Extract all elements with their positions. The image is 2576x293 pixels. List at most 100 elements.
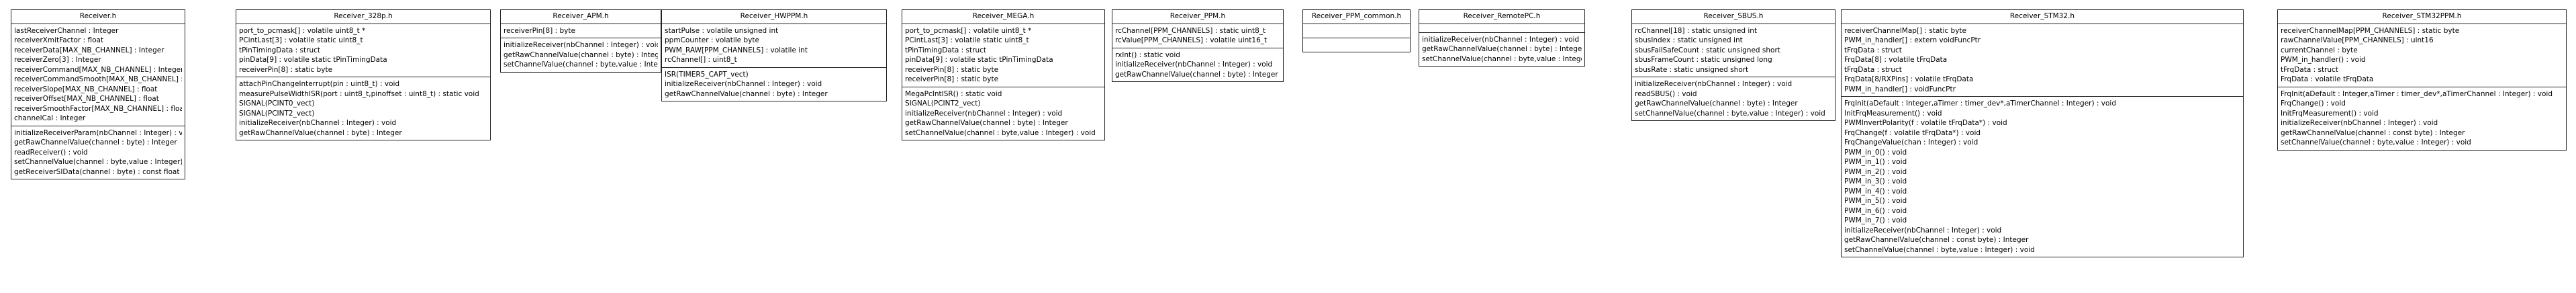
attribute: tFrqData : struct <box>1844 65 1902 74</box>
method: initializeReceiver(nbChannel : Integer) … <box>1422 35 1580 44</box>
class-receiver-stm32ppm: Receiver_STM32PPM.h receiverChannelMap[P… <box>2277 9 2567 151</box>
attribute: lastReceiverChannel : Integer <box>14 26 119 35</box>
method: InitFrqMeasurement() : void <box>2281 109 2379 118</box>
method: getReceiverSIData(channel : byte) : cons… <box>14 167 180 176</box>
attributes-section: rcChannel[PPM_CHANNELS] : static uint8_t… <box>1112 24 1283 48</box>
method: setChannelValue(channel : byte,value : I… <box>2281 138 2471 146</box>
method: initializeReceiver(nbChannel : Integer) … <box>2281 119 2438 127</box>
method: initializeReceiver(nbChannel : Integer) … <box>905 109 1063 118</box>
methods-section: FrqInit(aDefault : Integer,aTimer : time… <box>1842 96 2243 257</box>
attribute: port_to_pcmask[] : volatile uint8_t * <box>905 26 1032 35</box>
method: getRawChannelValue(channel : const byte)… <box>1844 236 2029 244</box>
attribute: receiverSlope[MAX_NB_CHANNEL] : float <box>14 85 158 93</box>
class-title: Receiver_SBUS.h <box>1632 10 1835 24</box>
attribute: receiverSmoothFactor[MAX_NB_CHANNEL] : f… <box>14 104 182 113</box>
methods-section: FrqInit(aDefault : Integer,aTimer : time… <box>2278 86 2566 150</box>
attributes-section: receiverChannelMap[PPM_CHANNELS] : stati… <box>2278 24 2566 87</box>
method: PWMInvertPolarity(f : volatile tFrqData*… <box>1844 119 2007 127</box>
methods-section: rxInt() : static void initializeReceiver… <box>1112 47 1283 82</box>
class-title: Receiver_APM.h <box>501 10 661 24</box>
method: readReceiver() : void <box>14 148 88 157</box>
method: getRawChannelValue(channel : byte) : Int… <box>1115 70 1278 79</box>
method: initializeReceiver(nbChannel : Integer) … <box>1115 60 1273 69</box>
class-receiver-remotepc: Receiver_RemotePC.h initializeReceiver(n… <box>1419 9 1585 67</box>
attribute: receiverPin[8] : static byte <box>905 65 999 74</box>
attribute: PWM_in_handler[] : voidFuncPtr <box>1844 85 1956 93</box>
attribute: receiverChannelMap[] : static byte <box>1844 26 1966 35</box>
method: setChannelValue(channel : byte,value : I… <box>504 60 658 69</box>
attribute: receiverOffset[MAX_NB_CHANNEL] : float <box>14 95 159 103</box>
method: getRawChannelValue(channel : byte) : Int… <box>239 128 402 137</box>
method: FrqInit(aDefault : Integer,aTimer : time… <box>1844 99 2117 108</box>
method: setChannelValue(channel : byte,value : I… <box>905 128 1096 137</box>
method: FrqChange() : void <box>2281 99 2346 108</box>
attribute: FrqData[8/RXPins] : volatile tFrqData <box>1844 75 1974 83</box>
attributes-section: port_to_pcmask[] : volatile uint8_t * PC… <box>902 24 1104 87</box>
method: readSBUS() : void <box>1635 89 1697 98</box>
method: InitFrqMeasurement() : void <box>1844 109 1942 118</box>
methods-section: attachPinChangeInterrupt(pin : uint8_t) … <box>236 77 490 140</box>
class-receiver-sbus: Receiver_SBUS.h rcChannel[18] : static u… <box>1631 9 1835 121</box>
class-receiver-328p: Receiver_328p.h port_to_pcmask[] : volat… <box>236 9 491 140</box>
method: SIGNAL(PCINT2_vect) <box>239 109 315 118</box>
method: getRawChannelValue(channel : byte) : Int… <box>1635 99 1798 108</box>
class-title: Receiver_RemotePC.h <box>1419 10 1584 24</box>
attributes-section: receiverChannelMap[] : static byte PWM_i… <box>1842 24 2243 97</box>
method: getRawChannelValue(channel : const byte)… <box>2281 128 2465 137</box>
attribute: channelCal : Integer <box>14 114 86 122</box>
attribute: port_to_pcmask[] : volatile uint8_t * <box>239 26 366 35</box>
attributes-section <box>1419 24 1584 32</box>
attribute: sbusFailSafeCount : static unsigned shor… <box>1635 46 1780 54</box>
attribute: PWM_RAW[PPM_CHANNELS] : volatile int <box>665 46 808 54</box>
attributes-section: rcChannel[18] : static unsigned int sbus… <box>1632 24 1835 77</box>
class-title: Receiver_328p.h <box>236 10 490 24</box>
attribute: receiverPin[8] : byte <box>504 26 575 35</box>
method: attachPinChangeInterrupt(pin : uint8_t) … <box>239 80 400 88</box>
method: PWM_in_3() : void <box>1844 177 1907 185</box>
attributes-section <box>1303 24 1410 38</box>
method: setChannelValue(channel : byte,value : I… <box>1422 54 1582 63</box>
method: initializeReceiver(nbChannel : Integer) … <box>1635 80 1793 88</box>
attribute: sbusRate : static unsigned short <box>1635 65 1749 74</box>
method: initializeReceiver(nbChannel : Integer) … <box>1844 226 2002 235</box>
attributes-section: startPulse : volatile unsigned int ppmCo… <box>662 24 886 67</box>
methods-section: initializeReceiver(nbChannel : Integer) … <box>1419 32 1584 67</box>
attribute: pinData[9] : volatile static tPinTimingD… <box>239 56 387 64</box>
attributes-section: lastReceiverChannel : Integer receiverXm… <box>11 24 185 126</box>
class-title: Receiver_PPM_common.h <box>1303 10 1410 24</box>
class-receiver: Receiver.h lastReceiverChannel : Integer… <box>11 9 185 179</box>
method: PWM_in_5() : void <box>1844 197 1907 205</box>
method: getRawChannelValue(channel : byte) : Int… <box>665 89 828 98</box>
method: SIGNAL(PCINT0_vect) <box>239 99 315 108</box>
class-receiver-hwppm: Receiver_HWPPM.h startPulse : volatile u… <box>661 9 887 101</box>
attribute: receiverXmitFactor : float <box>14 36 104 44</box>
class-receiver-mega: Receiver_MEGA.h port_to_pcmask[] : volat… <box>902 9 1105 140</box>
attribute: rcChannel[PPM_CHANNELS] : static uint8_t <box>1115 26 1266 35</box>
method: PWM_in_4() : void <box>1844 187 1907 196</box>
class-title: Receiver_STM32.h <box>1842 10 2243 24</box>
methods-section: initializeReceiverParam(nbChannel : Inte… <box>11 125 185 179</box>
method: PWM_in_2() : void <box>1844 167 1907 176</box>
attribute: currentChannel : byte <box>2281 46 2358 54</box>
method: PWM_in_7() : void <box>1844 216 1907 224</box>
methods-section <box>1303 37 1410 52</box>
method: FrqChange(f : volatile tFrqData*) : void <box>1844 128 1981 137</box>
attribute: receiverPin[8] : static byte <box>905 75 999 83</box>
method: getRawChannelValue(channel : byte) : Int… <box>504 50 658 59</box>
method: rxInt() : static void <box>1115 50 1180 59</box>
method: PWM_in_1() : void <box>1844 158 1907 166</box>
attribute: tPinTimingData : struct <box>239 46 320 54</box>
method: initializeReceiver(nbChannel : Integer) … <box>239 119 397 127</box>
attribute: tFrqData : struct <box>2281 65 2338 74</box>
attribute: tFrqData : struct <box>1844 46 1902 54</box>
method: setChannelValue(channel : byte,value : I… <box>1635 109 1825 118</box>
method: FrqInit(aDefault : Integer,aTimer : time… <box>2281 89 2553 98</box>
class-receiver-ppm-common: Receiver_PPM_common.h <box>1302 9 1411 52</box>
attribute: rcValue[PPM_CHANNELS] : volatile uint16_… <box>1115 36 1268 44</box>
method: setChannelValue(channel : byte,value : I… <box>1844 245 2035 254</box>
attribute: FrqData[8] : volatile tFrqData <box>1844 56 1948 64</box>
attribute: ppmCounter : volatile byte <box>665 36 759 44</box>
methods-section: initializeReceiver(nbChannel : Integer) … <box>1632 77 1835 120</box>
class-title: Receiver_PPM.h <box>1112 10 1283 24</box>
methods-section: ISR(TIMER5_CAPT_vect) initializeReceiver… <box>662 67 886 101</box>
